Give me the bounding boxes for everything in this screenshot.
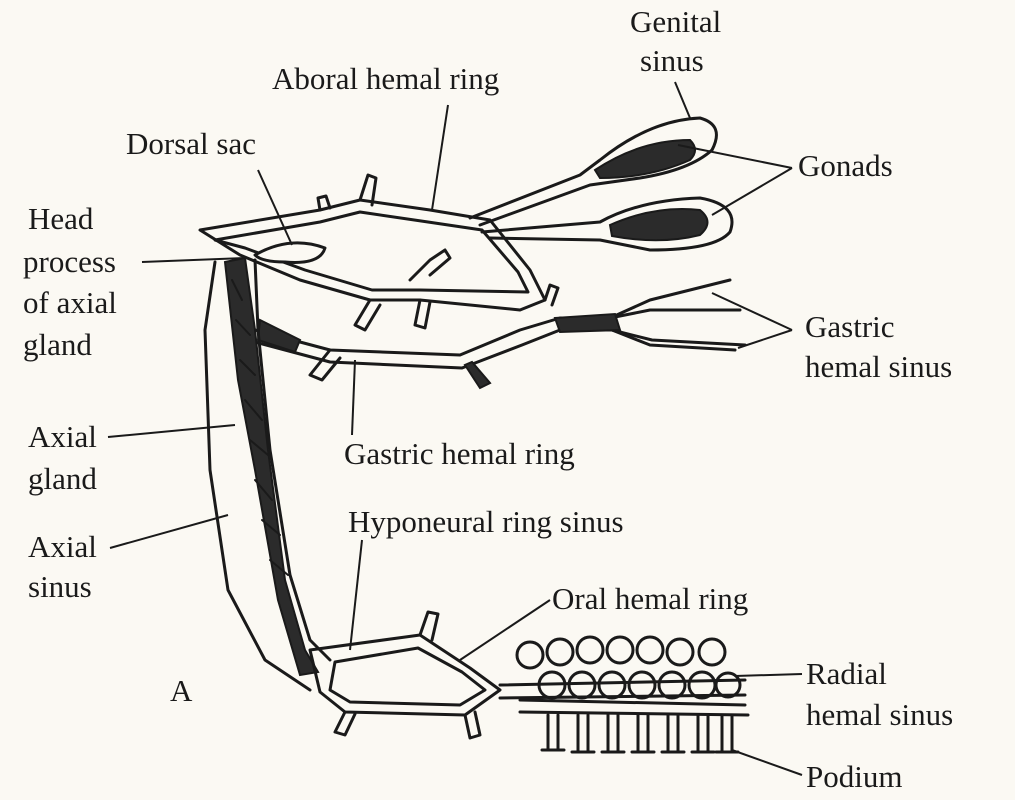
aboral-hemal-ring — [200, 175, 558, 330]
label-genital-sinus-line1: Genital — [630, 3, 721, 41]
label-genital-sinus-line2: sinus — [640, 42, 704, 80]
label-axial-sinus-line2: sinus — [28, 568, 92, 606]
label-gastric-hemal-sinus-line2: hemal sinus — [805, 348, 952, 386]
label-radial-hemal-sinus-line2: hemal sinus — [806, 696, 953, 734]
label-head-process-line1: Head — [28, 200, 93, 238]
label-aboral-hemal-ring: Aboral hemal ring — [272, 60, 499, 98]
label-dorsal-sac: Dorsal sac — [126, 125, 256, 163]
podia — [542, 715, 738, 752]
genital-sinus — [470, 118, 732, 250]
label-podium: Podium — [806, 758, 902, 796]
label-head-process-line4: gland — [23, 326, 92, 364]
dorsal-sac — [255, 243, 325, 263]
label-gastric-hemal-ring: Gastric hemal ring — [344, 435, 575, 473]
hyponeural-ring-sinus — [310, 612, 500, 738]
label-axial-sinus-line1: Axial — [28, 528, 97, 566]
label-hyponeural-ring-sinus: Hyponeural ring sinus — [348, 503, 624, 541]
label-head-process-line3: of axial — [23, 284, 117, 322]
label-head-process-line2: process — [23, 243, 116, 281]
label-gonads: Gonads — [798, 147, 893, 185]
label-radial-hemal-sinus-line1: Radial — [806, 655, 887, 693]
gastric-hemal-ring — [255, 280, 745, 388]
label-panel-letter: A — [170, 672, 192, 710]
label-axial-gland-line1: Axial — [28, 418, 97, 456]
leader-lines — [108, 82, 802, 775]
label-axial-gland-line2: gland — [28, 460, 97, 498]
label-gastric-hemal-sinus-line1: Gastric — [805, 308, 895, 346]
radial-hemal-sinus — [500, 637, 748, 715]
label-oral-hemal-ring: Oral hemal ring — [552, 580, 748, 618]
